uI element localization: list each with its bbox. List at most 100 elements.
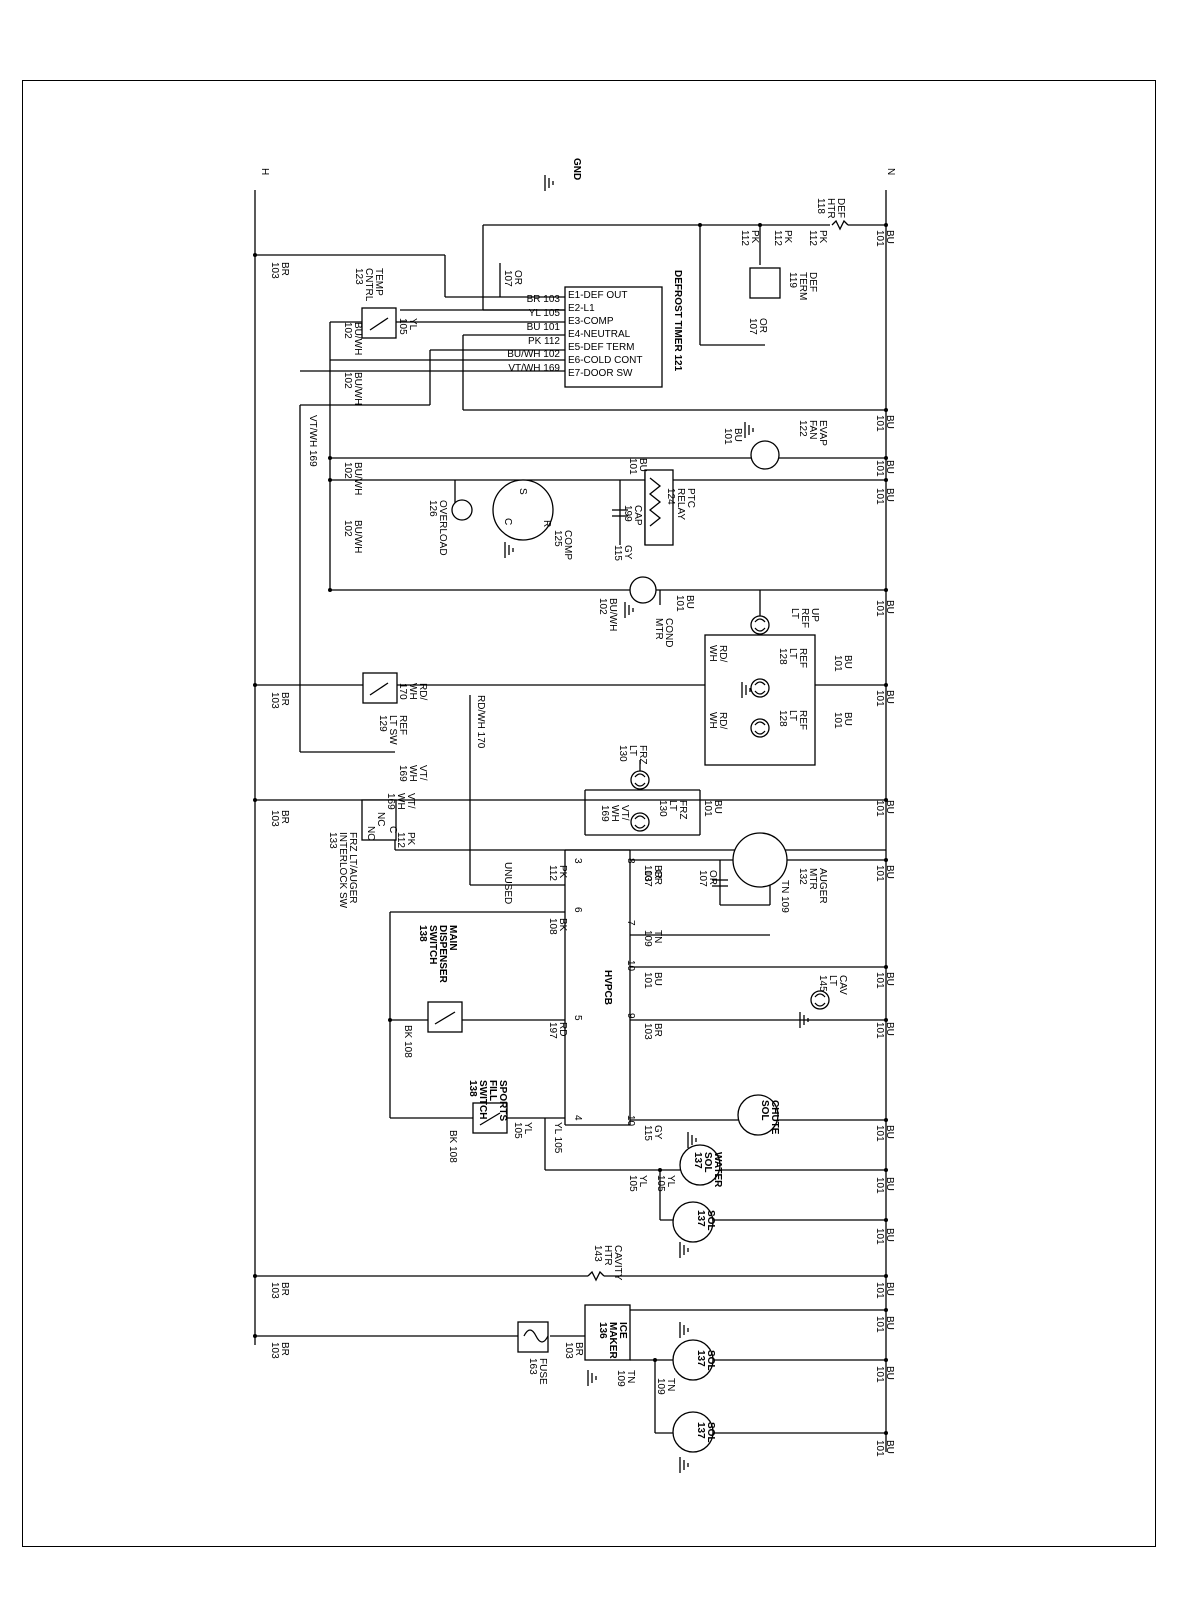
label-line: 9 (625, 1013, 636, 1019)
pcb-pin: 5 (572, 1015, 583, 1021)
label-line: 107 (502, 270, 513, 287)
label-line: SOL (705, 1422, 716, 1443)
pcb-pin: 10 (625, 1115, 636, 1127)
junction-dot (884, 683, 888, 687)
lamp-filament (754, 681, 766, 695)
defrost-timer-title: DEFROST TIMER 121 (672, 270, 683, 372)
diagram-frame (22, 80, 1156, 1547)
pcb-pin: 6 (572, 907, 583, 913)
label-line: UNUSED (502, 862, 513, 904)
label-line: 105 (397, 318, 408, 335)
defrost-timer-box (564, 286, 663, 388)
label-line: WH (609, 805, 620, 822)
label-line: 101 (722, 428, 733, 445)
label-line: 101 (832, 655, 843, 672)
label-line: 128 (777, 648, 788, 665)
label-line: TN (665, 1378, 676, 1391)
junction-dot (253, 1274, 257, 1278)
cond-ground (624, 602, 634, 618)
junction-dot (884, 478, 888, 482)
label-line: 101 (874, 972, 885, 989)
label-line: BU (884, 1177, 895, 1191)
label-line: 105 (627, 1175, 638, 1192)
label-line: 101 (832, 712, 843, 729)
switch-blade (479, 1112, 501, 1126)
pcb-pin: 8 (625, 858, 636, 864)
label-line: SWITCH (427, 925, 438, 964)
interlock-nc: NC (375, 812, 386, 826)
label-line: 101 (874, 1366, 885, 1383)
junction-dot (884, 1431, 888, 1435)
label-line: BR (279, 1282, 290, 1296)
label-line: 112 (395, 832, 406, 848)
label-line: PK (557, 865, 568, 879)
junction-dot (328, 456, 332, 460)
overload (451, 499, 473, 521)
label-line: SOL (705, 1210, 716, 1231)
label-line: WH (407, 683, 418, 700)
label-line: BU (842, 712, 853, 726)
switch-blade (369, 317, 389, 331)
junction-dot (884, 588, 888, 592)
solenoid-2 (672, 1339, 714, 1381)
label-line: BU (637, 458, 648, 472)
label-line: 101 (874, 1440, 885, 1457)
label-line: DEF (807, 272, 818, 292)
label-line: DEF (835, 198, 846, 218)
chute-solenoid (737, 1094, 779, 1136)
junction-dot (658, 1168, 662, 1172)
label-line: 107 (697, 870, 708, 887)
label-line: 103 (563, 1342, 574, 1359)
tn109-label: TN 109 (779, 880, 790, 913)
rail-h-label: H (259, 168, 270, 175)
timer-terminal-label: E5-DEF TERM (568, 342, 635, 353)
water-solenoid (679, 1144, 721, 1186)
gnd-symbol (544, 175, 554, 191)
label-line: HTR (825, 198, 836, 219)
label-line: UP (809, 608, 820, 622)
label-line: 101 (874, 1282, 885, 1299)
lamp-filament (754, 721, 766, 735)
timer-terminal-label: E4-NEUTRAL (568, 329, 631, 340)
label-line: LT (667, 800, 678, 811)
label-line: 109 (615, 1370, 626, 1387)
label-line: BU (884, 600, 895, 614)
label-line: 112 (807, 230, 818, 246)
label-line: RD/ (717, 712, 728, 729)
label-line: WH (707, 712, 718, 729)
label-line: 128 (777, 710, 788, 727)
label-line: 103 (642, 865, 653, 882)
hvpcb-label: HVPCB (602, 970, 613, 1005)
label-line: LT (787, 710, 798, 721)
timer-wire-label: PK 112 (528, 336, 560, 347)
label-line: BR (652, 865, 663, 879)
label-line: BU/WH (352, 462, 363, 495)
label-line: REF (799, 608, 810, 628)
label-line: INTERLOCK SW (337, 832, 348, 909)
def-term-box (749, 267, 781, 299)
ice-maker-box (584, 1304, 631, 1361)
label-line: YL (637, 1175, 648, 1188)
